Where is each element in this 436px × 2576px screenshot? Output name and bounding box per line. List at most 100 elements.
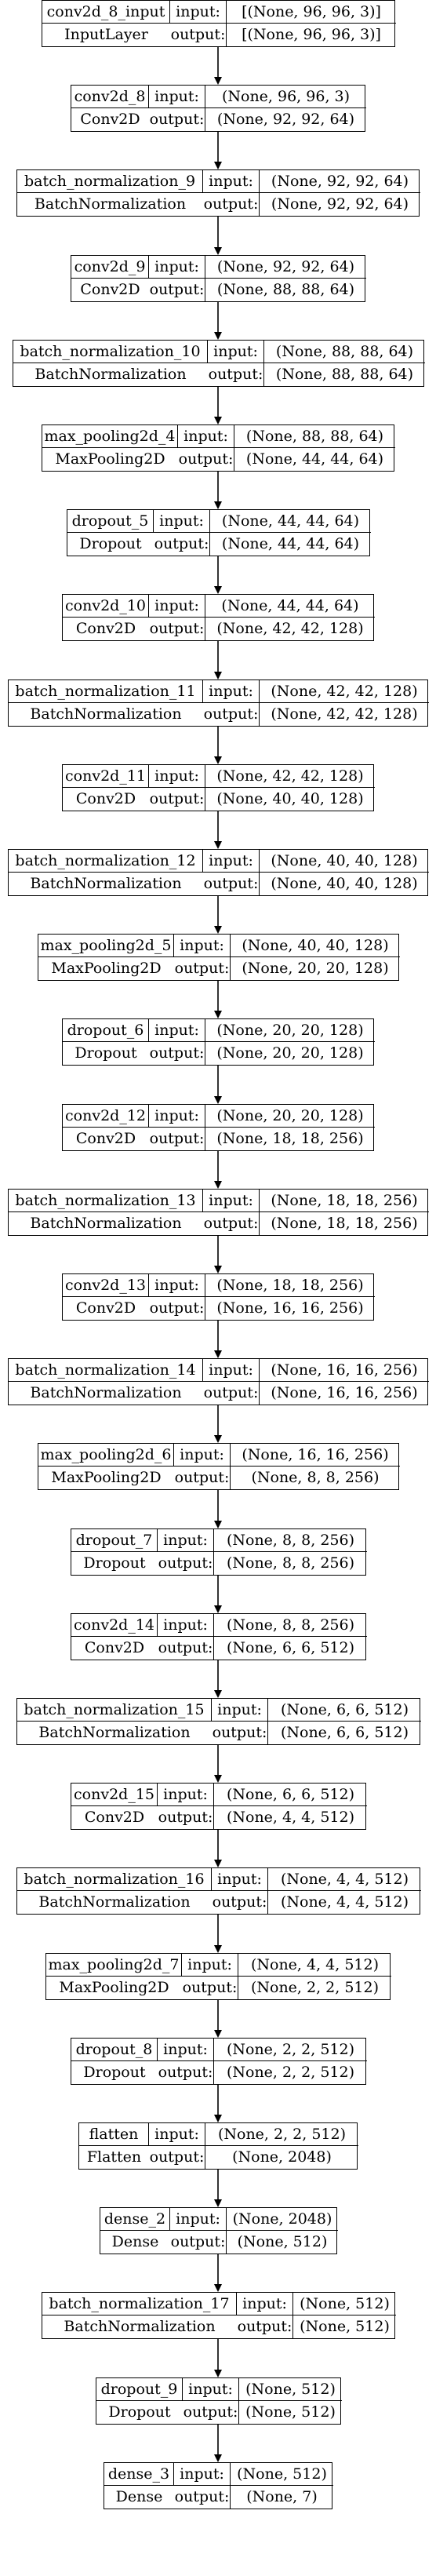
input-shape: (None, 512) (239, 2378, 342, 2401)
connector-arrow (214, 896, 222, 934)
connector-arrow (214, 2000, 222, 2038)
connector-arrow (214, 2425, 222, 2462)
arrowhead (214, 1945, 222, 1953)
output-label: output: (149, 788, 205, 811)
input-label: input: (174, 2463, 231, 2486)
output-shape: [(None, 96, 96, 3)] (242, 26, 381, 43)
input-shape: (None, 92, 92, 64) (260, 170, 420, 193)
connector-arrow (214, 981, 222, 1018)
connector-arrow (214, 727, 222, 764)
arrowhead (214, 841, 222, 849)
layer-name: batch_normalization_15 (17, 1699, 212, 1722)
layer-name: batch_normalization_10 (13, 341, 208, 363)
arrowhead (214, 1011, 222, 1018)
layer-type: Conv2D (75, 620, 136, 637)
input-shape: (None, 44, 44, 64) (210, 510, 371, 533)
output-shape: (None, 92, 92, 64) (216, 111, 355, 128)
connector-arrow (214, 217, 222, 255)
input-label: input: (149, 1274, 205, 1297)
input-shape: (None, 6, 6, 512) (268, 1699, 421, 1722)
layer-name: conv2d_9 (71, 256, 149, 279)
layer-name: dropout_7 (71, 1529, 158, 1552)
input-shape: (None, 2, 2, 512) (214, 2039, 367, 2061)
output-shape: (None, 18, 18, 256) (271, 1215, 418, 1232)
layer-name: flatten (79, 2123, 149, 2146)
output-shape: (None, 512) (245, 2403, 336, 2421)
output-shape: (None, 2, 2, 512) (250, 1979, 380, 1996)
layer-type: BatchNormalization (30, 1384, 182, 1401)
arrowhead (214, 1690, 222, 1698)
layer-type: BatchNormalization (30, 705, 182, 723)
connector-arrow (214, 302, 222, 340)
connector-arrow (214, 811, 222, 849)
input-shape: [(None, 96, 96, 3)] (227, 1, 396, 24)
input-shape: (None, 92, 92, 64) (205, 256, 366, 279)
connector-arrow (214, 472, 222, 509)
input-label: input: (208, 341, 264, 363)
connector-arrow (214, 1236, 222, 1273)
layer-type: BatchNormalization (64, 2318, 216, 2335)
arrowhead (214, 2199, 222, 2207)
arrowhead (214, 1266, 222, 1273)
arrowhead (214, 1860, 222, 1867)
layer-name: dense_3 (104, 2463, 174, 2486)
input-shape: (None, 8, 8, 256) (214, 1529, 367, 1552)
output-label: output: (149, 1128, 205, 1150)
arrowhead (214, 2030, 222, 2038)
input-label: input: (158, 1614, 214, 1637)
output-label: output: (158, 1552, 214, 1575)
connector-arrow (214, 1830, 222, 1867)
layer-type: BatchNormalization (34, 195, 187, 213)
arrowhead (214, 926, 222, 934)
output-label: output: (182, 1977, 238, 1999)
output-label: output: (212, 1891, 268, 1914)
arrowhead (214, 2284, 222, 2292)
input-shape: (None, 88, 88, 64) (234, 425, 395, 448)
input-shape: (None, 88, 88, 64) (264, 341, 425, 363)
layer-name: max_pooling2d_4 (42, 425, 178, 448)
output-shape: (None, 4, 4, 512) (226, 1809, 355, 1826)
output-shape: (None, 8, 8, 256) (251, 1469, 380, 1486)
layer-name: dropout_9 (96, 2378, 183, 2401)
input-shape: (None, 40, 40, 128) (260, 850, 429, 873)
arrowhead (214, 1775, 222, 1783)
output-shape: (None, 7) (246, 2488, 318, 2505)
arrowhead (214, 332, 222, 340)
input-shape: (None, 6, 6, 512) (214, 1784, 367, 1806)
layer-name: dropout_6 (63, 1019, 149, 1042)
arrowhead (214, 1435, 222, 1443)
output-shape: (None, 42, 42, 128) (271, 705, 418, 723)
output-label: output: (212, 1722, 268, 1744)
output-label: output: (174, 957, 231, 980)
output-shape: (None, 20, 20, 128) (242, 960, 389, 977)
connector-arrow (214, 1576, 222, 1613)
connector-arrow (214, 641, 222, 680)
layer-name: conv2d_13 (63, 1274, 149, 1297)
arrowhead (214, 1096, 222, 1104)
layer-name: batch_normalization_11 (9, 680, 203, 703)
connector-arrow (214, 132, 222, 169)
output-shape: (None, 20, 20, 128) (216, 1044, 364, 1062)
input-shape: (None, 16, 16, 256) (260, 1359, 429, 1382)
layer-name: dropout_8 (71, 2039, 158, 2061)
input-label: input: (174, 1444, 231, 1467)
output-shape: (None, 16, 16, 256) (216, 1299, 364, 1317)
output-shape: (None, 6, 6, 512) (280, 1724, 409, 1741)
input-label: input: (203, 170, 260, 193)
layer-name: batch_normalization_17 (42, 2293, 237, 2315)
input-shape: (None, 512) (293, 2293, 396, 2315)
connector-arrow (214, 1066, 222, 1104)
layer-type: MaxPooling2D (51, 960, 162, 977)
input-shape: (None, 2, 2, 512) (205, 2123, 358, 2146)
output-label: output: (170, 24, 227, 46)
layer-type: Dense (115, 2488, 163, 2505)
input-label: input: (149, 765, 205, 788)
